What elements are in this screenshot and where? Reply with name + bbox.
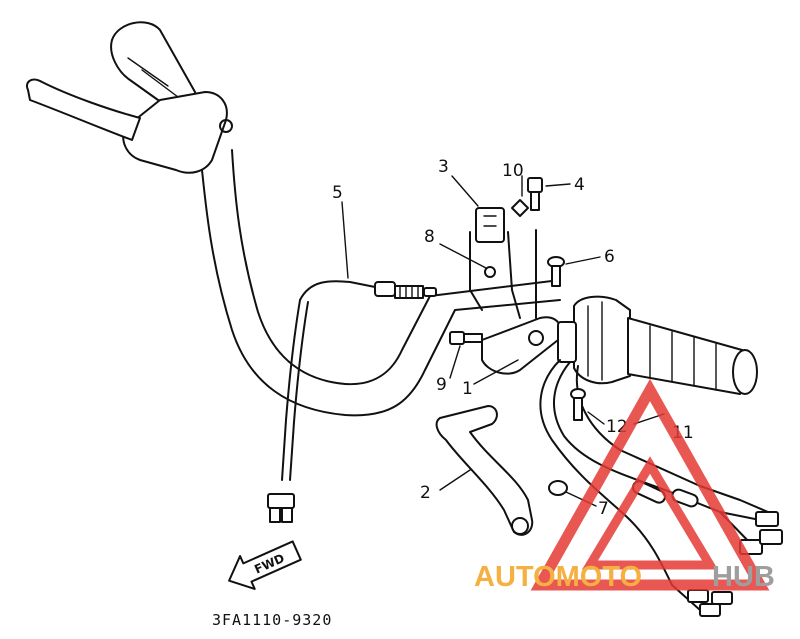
bolt-4 (527, 177, 543, 211)
screw-6 (547, 256, 565, 287)
callout-5: 5 (332, 183, 343, 203)
callout-6: 6 (604, 247, 615, 267)
wire-clamp-7 (548, 480, 568, 496)
bolt-9 (449, 331, 483, 345)
right-grip (627, 317, 758, 395)
left-lever (26, 78, 141, 141)
watermark-text-part2: HUB (712, 561, 775, 593)
switch-housing (557, 295, 631, 385)
watermark-logo: AUTOMOTO HUB (474, 378, 775, 593)
callout-10: 10 (502, 161, 524, 181)
clip (511, 199, 529, 217)
clutch-cable (281, 280, 437, 481)
callout-9: 9 (436, 375, 447, 395)
left-lever-perch (122, 91, 233, 174)
callout-1: 1 (462, 379, 473, 399)
callout-8: 8 (424, 227, 435, 247)
clutch-switch (469, 207, 521, 319)
handlebar-tube (199, 149, 561, 417)
clutch-lever (435, 405, 534, 536)
callout-2: 2 (420, 483, 431, 503)
lever-holder (481, 229, 562, 375)
watermark-text-part1: AUTOMOTO (474, 561, 642, 593)
forward-arrow: FWD (228, 540, 302, 590)
callout-7: 7 (598, 499, 609, 519)
callout-3: 3 (438, 157, 449, 177)
screw-12 (570, 388, 586, 421)
callout-4: 4 (574, 175, 585, 195)
left-connector (267, 493, 295, 523)
diagram-code: 3FA1110-9320 (212, 611, 332, 629)
